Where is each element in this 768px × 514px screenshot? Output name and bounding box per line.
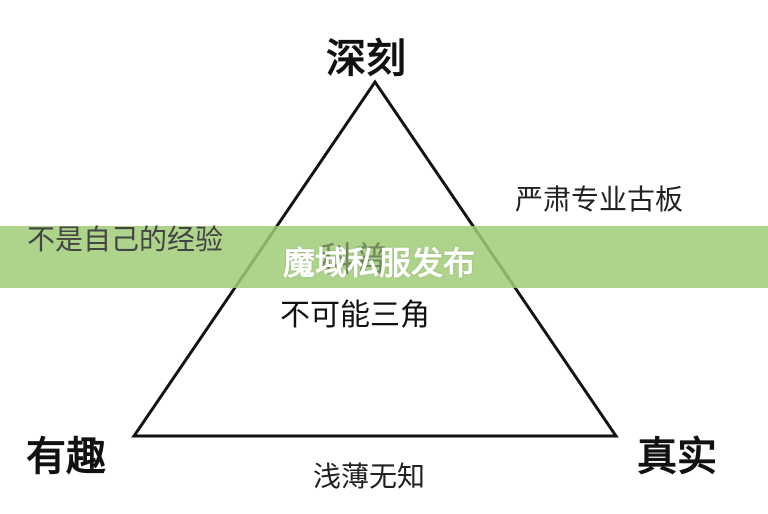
banner-title: 魔域私服发布: [283, 244, 476, 282]
center-label: 不可能三角: [280, 298, 430, 333]
center-occluded-text: 科普: [320, 240, 388, 280]
side-bottom-label: 浅薄无知: [313, 460, 426, 493]
side-right-label: 严肃专业古板: [515, 183, 684, 216]
vertex-bottom-left-label: 有趣: [26, 434, 106, 480]
promo-banner: [0, 226, 768, 288]
side-left-label: 不是自己的经验: [27, 223, 224, 256]
vertex-bottom-right-label: 真实: [637, 434, 717, 480]
vertex-top-label: 深刻: [326, 36, 406, 82]
